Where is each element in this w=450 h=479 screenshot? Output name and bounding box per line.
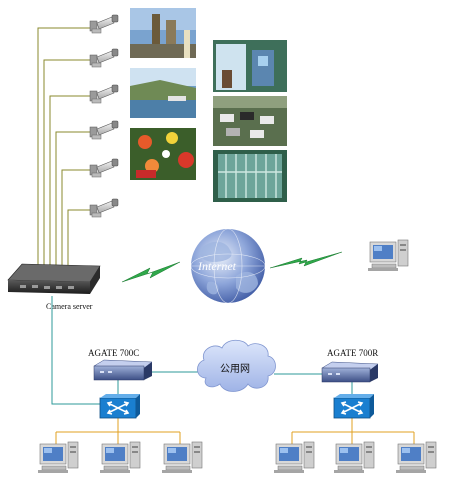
camera-server-label: Camera server [46,302,93,311]
surveillance-photo-atm [213,40,287,92]
lightning-link-icon [269,251,343,269]
computer-icon[interactable] [333,441,375,474]
internet-label: Internet [197,259,237,273]
public-network-cloud-icon[interactable] [197,339,276,392]
camera-icon[interactable] [89,14,119,34]
computer-icon[interactable] [395,441,437,474]
server-to-switch-line [51,296,102,405]
agate-links [117,371,353,396]
agate-device-icon[interactable] [321,361,379,383]
lan-wiring [55,418,415,444]
public-network-label: 公用网 [220,363,250,375]
computer-icon[interactable] [37,441,79,474]
network-switch-icon[interactable] [99,393,141,419]
computer-icon[interactable] [161,441,203,474]
computer-icon[interactable] [273,441,315,474]
agate-left-label: AGATE 700C [88,348,139,358]
camera-icon[interactable] [89,84,119,104]
computer-icon[interactable] [367,239,409,272]
surveillance-photo-fireworks [130,128,196,180]
surveillance-photo-entrance [213,150,287,202]
agate-right-label: AGATE 700R [327,348,378,358]
surveillance-photo-parking [213,96,287,146]
network-switch-icon[interactable] [333,393,375,419]
camera-icon[interactable] [89,48,119,68]
camera-icon[interactable] [89,198,119,218]
camera-wiring [37,27,94,268]
lightning-link-icon [121,261,181,283]
camera-server-icon[interactable] [7,263,101,294]
internet-globe-icon[interactable] [190,228,266,304]
camera-icon[interactable] [89,158,119,178]
agate-device-icon[interactable] [93,359,153,381]
surveillance-photo-harbor [130,68,196,118]
surveillance-photo-industrial [130,8,196,58]
computer-icon[interactable] [99,441,141,474]
camera-icon[interactable] [89,120,119,140]
